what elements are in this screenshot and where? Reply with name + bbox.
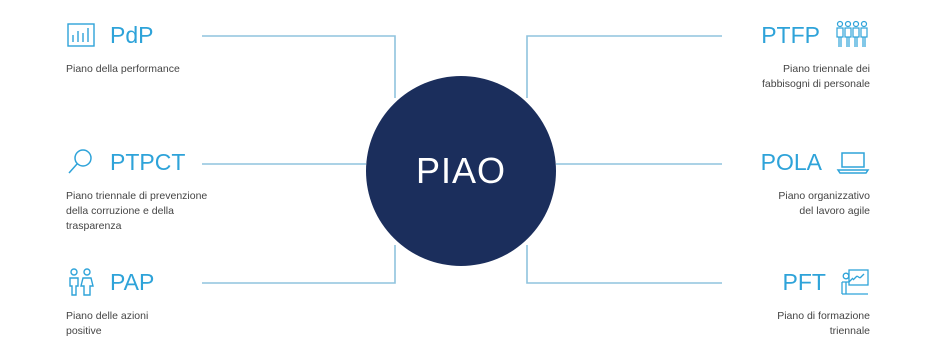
center-label: PIAO: [415, 150, 507, 191]
piao-circle: PIAO: [366, 76, 556, 266]
people-group-icon: [834, 20, 870, 50]
laptop-icon: [836, 147, 870, 177]
node-description: Piano triennale di prevenzione della cor…: [66, 190, 208, 232]
node-description: Piano di formazione triennale: [777, 310, 870, 337]
node-description: Piano della performance: [66, 63, 180, 75]
node-description: Piano triennale dei fabbisogni di person…: [762, 63, 870, 90]
people-pair-icon: [66, 267, 96, 297]
node-title: POLA: [760, 148, 822, 175]
node-title: PFT: [782, 268, 826, 295]
node-pdp: PdP Piano della performance: [66, 18, 180, 77]
node-pola: POLA Piano organizzativo del lavoro agil…: [700, 145, 870, 219]
connector-ptfp: [526, 35, 722, 98]
bar-chart-icon: [66, 20, 96, 50]
node-ptfp: PTFP Piano triennale dei fabbisogni di p…: [700, 18, 870, 92]
connector-pap: [202, 245, 396, 284]
node-pft: PFT Piano di formazione triennale: [700, 265, 870, 339]
connector-pft: [526, 245, 722, 284]
node-title: PdP: [110, 21, 154, 48]
connector-pdp: [202, 35, 396, 98]
node-ptpct: PTPCT Piano triennale di prevenzione del…: [66, 145, 207, 234]
magnifier-icon: [66, 147, 96, 177]
node-title: PTPCT: [110, 148, 186, 175]
node-title: PTFP: [761, 21, 820, 48]
node-description: Piano delle azioni positive: [66, 310, 149, 337]
node-description: Piano organizzativo del lavoro agile: [778, 190, 870, 217]
teacher-board-icon: [840, 267, 870, 297]
node-pap: PAP Piano delle azioni positive: [66, 265, 154, 339]
node-title: PAP: [110, 268, 155, 295]
